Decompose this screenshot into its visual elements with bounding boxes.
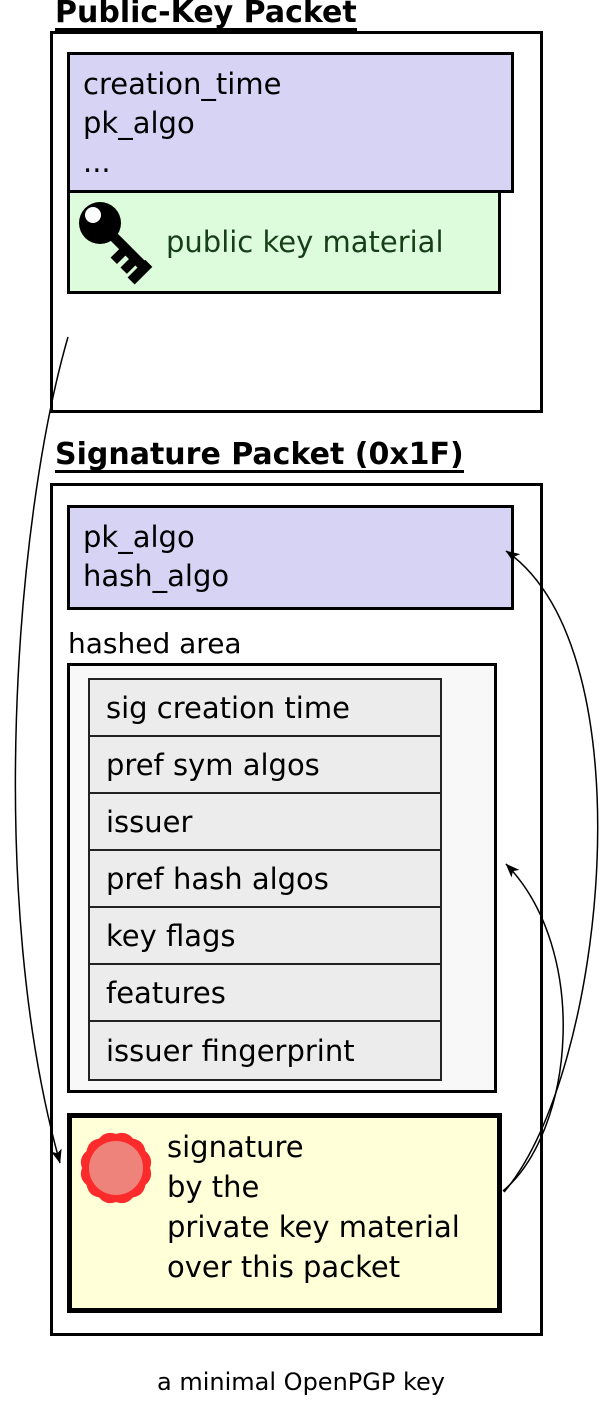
field-pk-algo: pk_algo	[83, 106, 195, 140]
subpacket-table: sig creation time pref sym algos issuer …	[88, 678, 442, 1081]
signature-line-1: signature	[167, 1130, 304, 1164]
signature-value-box: signature by the private key material ov…	[67, 1113, 502, 1313]
field-pk-algo: pk_algo	[83, 520, 195, 554]
field-hash-algo: hash_algo	[83, 559, 230, 593]
hashed-area-label: hashed area	[68, 627, 242, 660]
subpacket-pref-hash-algos: pref hash algos	[90, 851, 440, 908]
hashed-area-box: sig creation time pref sym algos issuer …	[67, 663, 497, 1093]
subpacket-issuer: issuer	[90, 794, 440, 851]
subpacket-sig-creation-time: sig creation time	[90, 680, 440, 737]
public-key-material-label: public key material	[166, 225, 444, 259]
key-icon	[79, 202, 153, 285]
public-key-packet-title: Public-Key Packet	[55, 0, 357, 31]
subpacket-key-flags: key flags	[90, 908, 440, 965]
signature-description: signature by the private key material ov…	[167, 1127, 460, 1287]
signature-fields-box: pk_algo hash_algo	[67, 505, 514, 610]
public-key-fields-box: creation_time pk_algo ...	[67, 52, 514, 193]
field-ellipsis: ...	[83, 145, 111, 179]
public-key-material-box: public key material	[67, 190, 501, 294]
signature-line-2: by the	[167, 1170, 260, 1204]
subpacket-features: features	[90, 965, 440, 1022]
signature-line-3: private key material	[167, 1210, 460, 1244]
subpacket-issuer-fingerprint: issuer fingerprint	[90, 1022, 440, 1079]
figure-caption: a minimal OpenPGP key	[157, 1368, 445, 1396]
subpacket-pref-sym-algos: pref sym algos	[90, 737, 440, 794]
seal-icon	[80, 1132, 152, 1204]
signature-line-4: over this packet	[167, 1250, 401, 1284]
signature-packet-title: Signature Packet (0x1F)	[55, 437, 464, 473]
field-creation-time: creation_time	[83, 67, 282, 101]
